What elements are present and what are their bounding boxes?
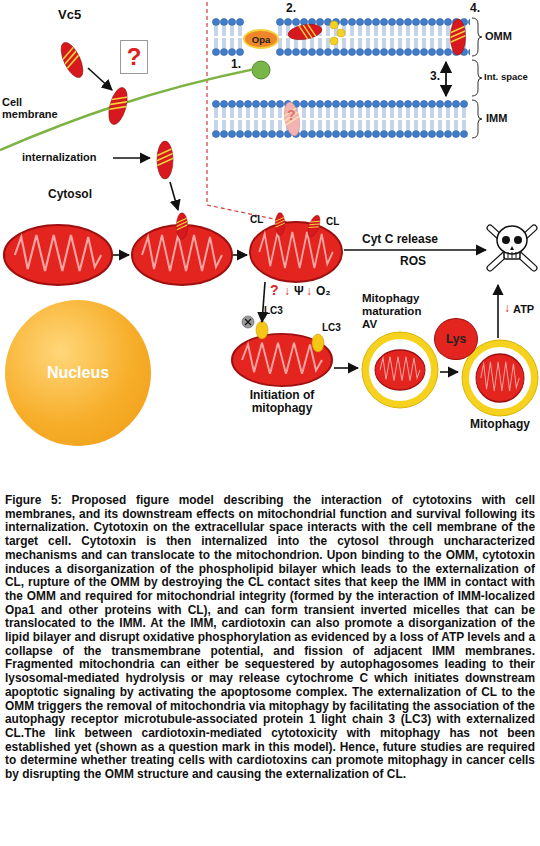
- membrane-inset: [472, 60, 482, 96]
- decrease-arrow: ↓: [306, 285, 312, 298]
- toxin-path: [156, 141, 174, 179]
- toxin-path: [104, 85, 131, 126]
- nucleus-circle: Nucleus: [5, 300, 151, 446]
- flow-arrow: [334, 367, 358, 369]
- lc3-markers: [245, 319, 251, 325]
- stage-label: Mitophagy maturation AV: [362, 292, 434, 331]
- cell-membrane: [0, 68, 260, 150]
- protein-label: LC3: [322, 322, 341, 333]
- flow-arrow: [170, 182, 178, 210]
- node-text: ?: [127, 43, 142, 71]
- mitochondria: [232, 334, 332, 386]
- membrane-inset: [287, 21, 323, 43]
- membrane-inset: [472, 100, 482, 138]
- lc3-markers: [242, 316, 254, 328]
- mitochondria: [250, 222, 342, 282]
- node-text: Lys: [446, 332, 466, 346]
- step-label: Cyt C release: [362, 233, 438, 246]
- mitochondria: [305, 213, 323, 238]
- membrane-inset: [207, 2, 482, 222]
- toxin-path: [56, 39, 88, 81]
- flow-arrow: [113, 254, 129, 256]
- node-text: Nucleus: [47, 364, 109, 382]
- flow-arrow: [497, 285, 499, 338]
- flow-arrow: [233, 254, 247, 256]
- flow-arrow: [344, 249, 486, 251]
- toxin-name: Vc5: [58, 8, 81, 22]
- membrane-inset: [276, 18, 470, 56]
- membrane-inset: [445, 62, 447, 96]
- callout-number: 2.: [286, 2, 296, 15]
- membrane-label: IMM: [486, 112, 507, 124]
- membrane-inset: [330, 37, 338, 45]
- lc3-markers: [242, 316, 324, 352]
- membrane-inset: [449, 19, 466, 55]
- skull-symbol: [510, 246, 514, 250]
- membrane-inset: [212, 100, 468, 138]
- figure-caption: Figure 5: Proposed figure model describi…: [5, 494, 535, 782]
- lc3-markers: [312, 334, 324, 352]
- flow-arrow: [88, 68, 112, 90]
- autophagic-vacuole: [375, 350, 425, 390]
- mitochondria: [275, 213, 286, 236]
- decrease-arrow: ↓: [284, 285, 290, 298]
- membrane-inset: [337, 29, 345, 37]
- skull-symbol: [497, 226, 527, 254]
- skull-symbol: [508, 252, 509, 258]
- lysosome-circle: Lys: [434, 318, 478, 360]
- stage-label: Mitophagy: [470, 418, 530, 431]
- callout-number: 1.: [231, 58, 241, 71]
- protein-label: LC3: [264, 305, 283, 316]
- membrane-label: OMM: [485, 30, 512, 42]
- membrane-label: Cell membrane: [2, 96, 60, 120]
- region-label: Cytosol: [48, 188, 92, 201]
- skull-symbol: [502, 236, 510, 244]
- membrane-inset: [330, 21, 338, 29]
- skull-symbol: [516, 252, 517, 258]
- step-label: internalization: [22, 151, 97, 163]
- membrane-label: Int. space: [484, 72, 528, 82]
- question-box: ?: [120, 40, 148, 74]
- autophagic-vacuole: [362, 332, 438, 408]
- mitophagy-vesicle: [469, 347, 531, 409]
- membrane-inset: [281, 101, 303, 137]
- oxygen-label: O₂: [316, 285, 331, 298]
- question-mark: ?: [287, 108, 296, 123]
- skull-symbol: [512, 252, 513, 258]
- stage-label: Initiation of mitophagy: [232, 389, 332, 415]
- autophagic-vacuole: [362, 332, 438, 408]
- membrane-inset: [206, 2, 207, 205]
- skull-symbol: [514, 236, 522, 244]
- autophagic-vacuole: [369, 339, 431, 401]
- lipid-label: CL: [326, 216, 339, 227]
- flow-arrow: [88, 68, 498, 372]
- mitochondria: [4, 225, 112, 285]
- membrane-inset: [472, 18, 482, 56]
- flow-arrow: [440, 371, 458, 373]
- question-mark: ?: [270, 283, 279, 298]
- mitophagy-vesicle: [476, 354, 524, 402]
- skull-symbol: [490, 226, 534, 268]
- node-text: Opa: [252, 34, 270, 45]
- callout-number: 3.: [430, 70, 440, 83]
- decrease-arrow: ↓: [504, 302, 510, 315]
- atp-label: ATP: [513, 303, 534, 315]
- mitochondria: [176, 213, 189, 240]
- membrane-inset: [212, 18, 244, 56]
- opa-protein: Opa: [243, 29, 279, 49]
- callout-number: 4.: [470, 2, 480, 15]
- step-label: ROS: [400, 255, 426, 268]
- cell-membrane: [0, 68, 260, 150]
- flow-arrow: [113, 157, 150, 159]
- lipid-label: CL: [250, 214, 263, 225]
- potential-symbol: Ψ: [294, 285, 304, 298]
- flow-arrow: [262, 282, 265, 322]
- lc3-markers: [245, 319, 251, 325]
- lc3-markers: [256, 321, 268, 339]
